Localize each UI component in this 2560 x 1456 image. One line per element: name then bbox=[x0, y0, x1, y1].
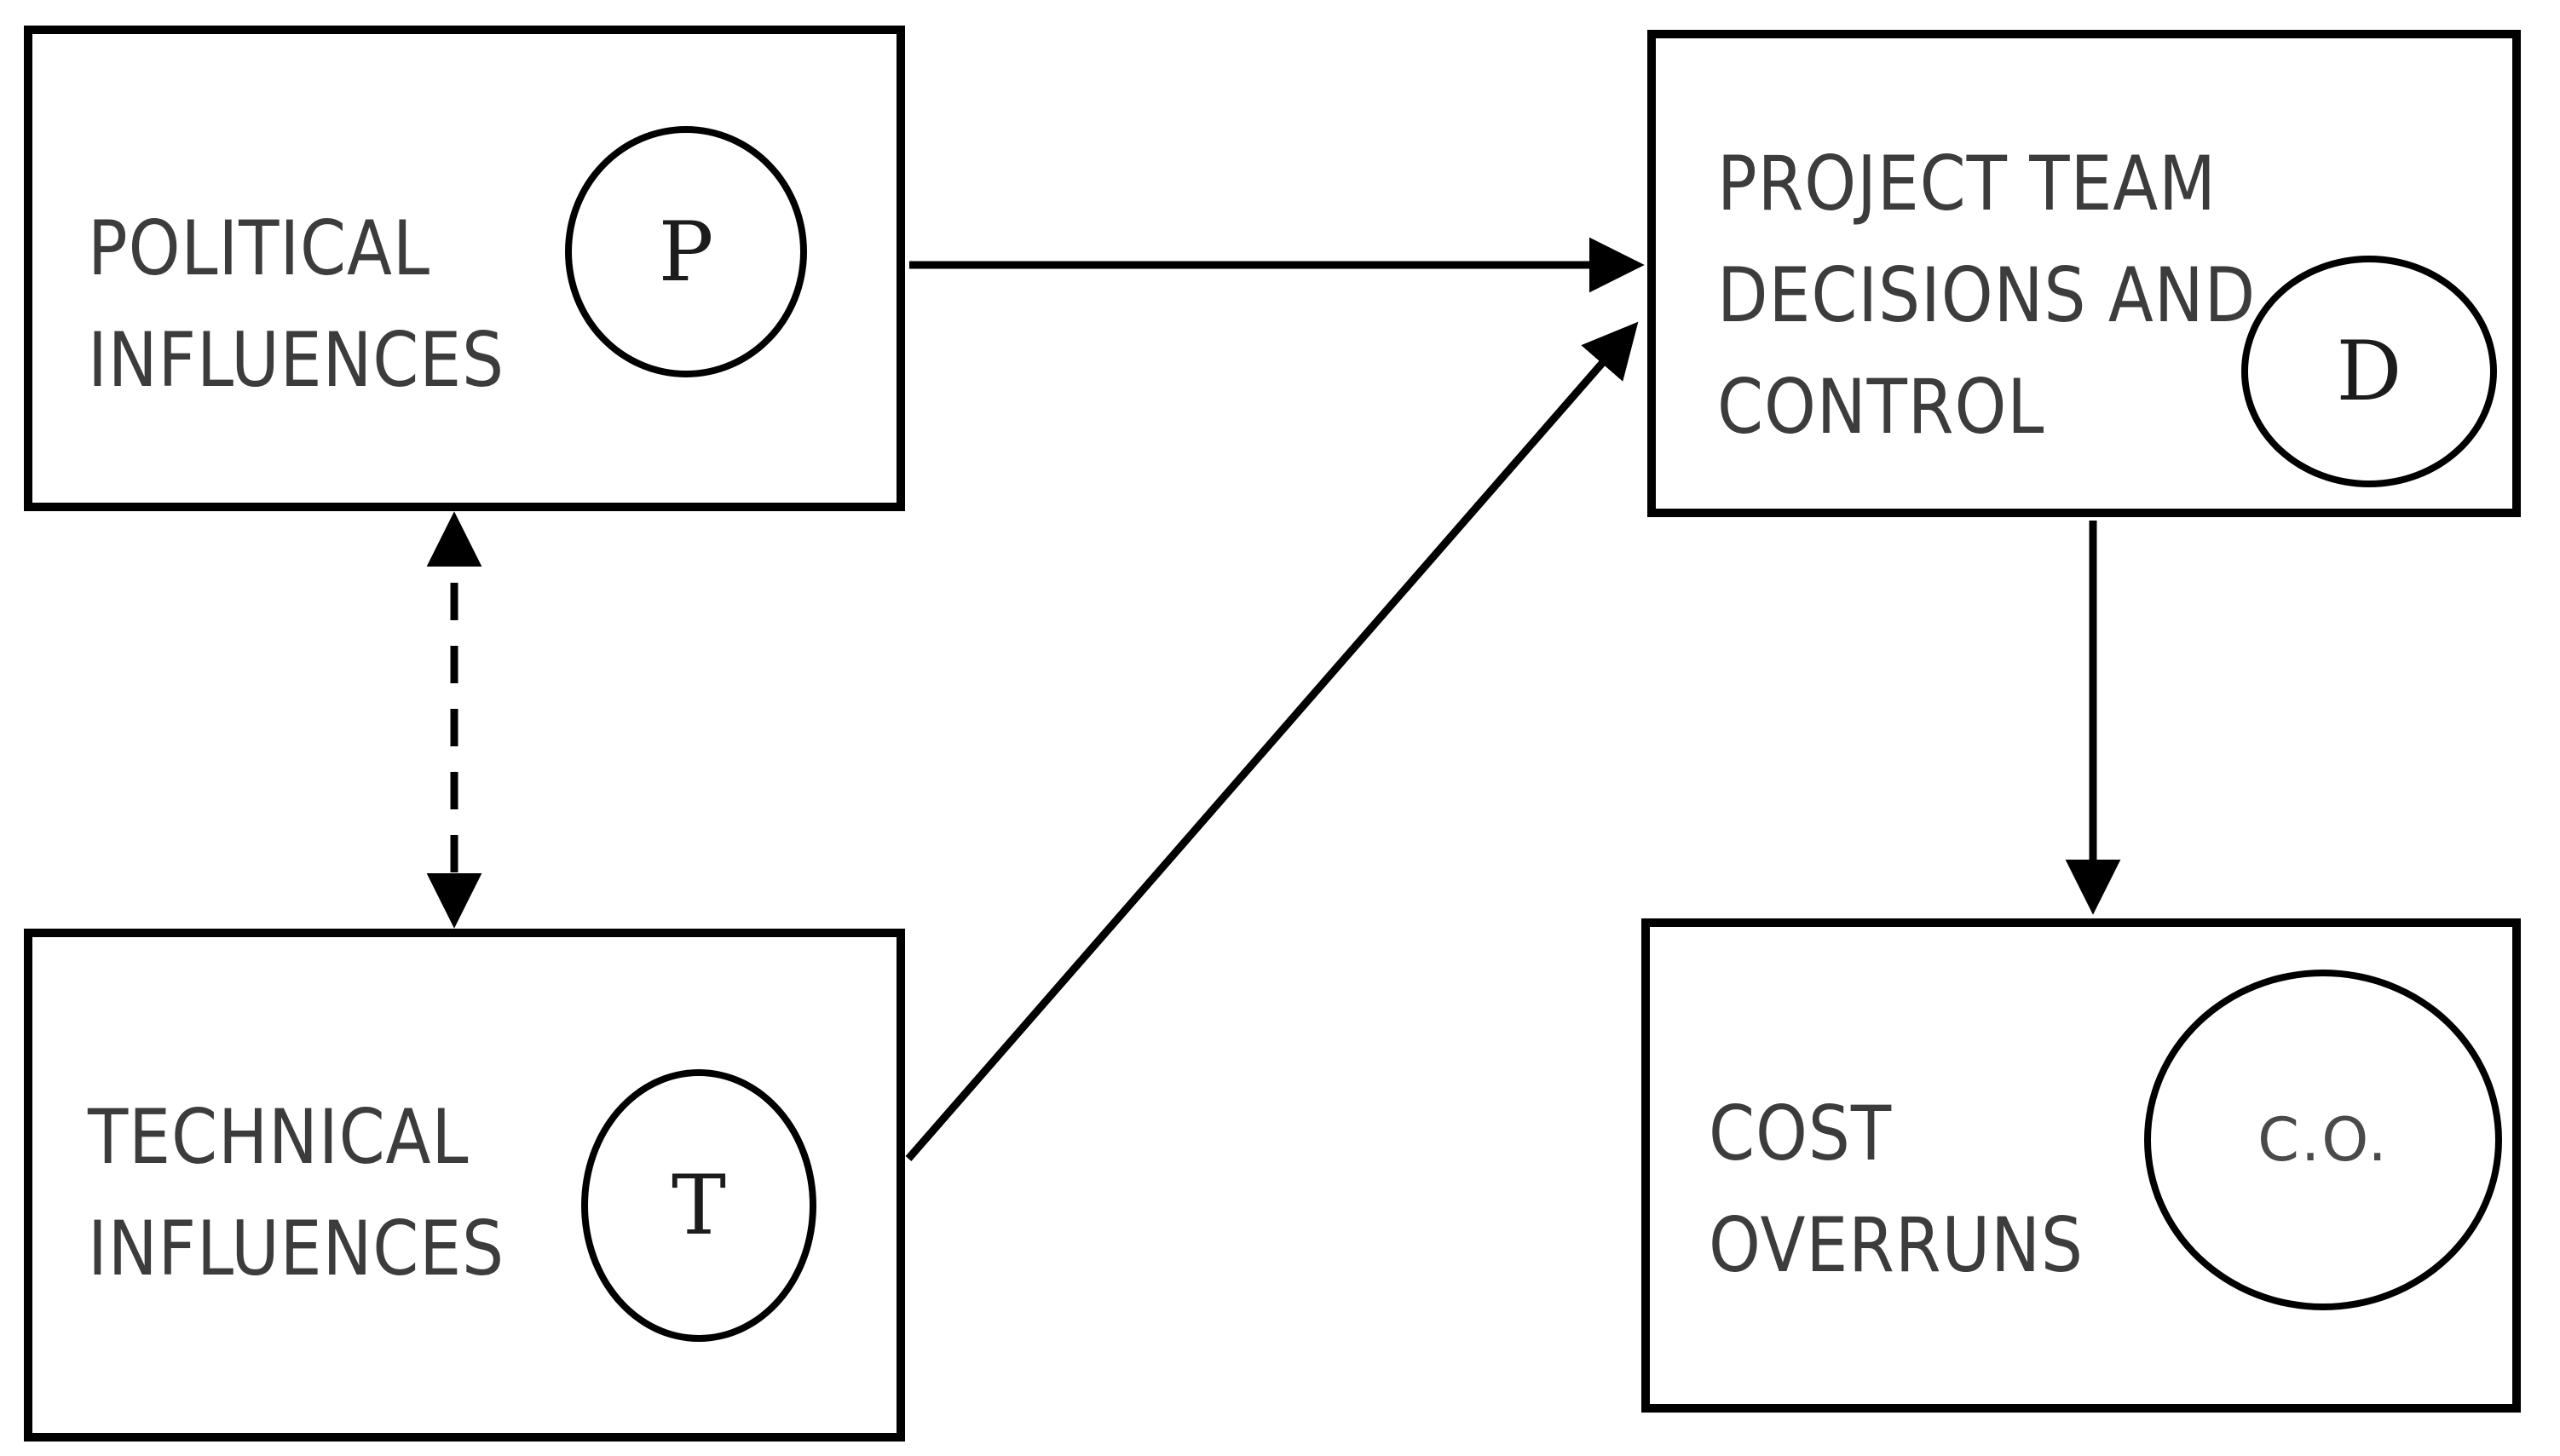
label-line: TECHNICAL bbox=[88, 1093, 470, 1181]
technical-influences-label: TECHNICAL INFLUENCES bbox=[88, 1081, 505, 1304]
node-technical-influences: TECHNICAL INFLUENCES T bbox=[24, 929, 905, 1442]
latent-circle-co: C.O. bbox=[2144, 970, 2502, 1310]
political-influences-label: POLITICAL INFLUENCES bbox=[88, 193, 505, 416]
symbol-p: P bbox=[658, 204, 714, 300]
symbol-d: D bbox=[2336, 324, 2402, 419]
latent-circle-d: D bbox=[2241, 256, 2497, 487]
node-cost-overruns: COST OVERRUNS C.O. bbox=[1641, 918, 2521, 1413]
label-line: DECISIONS AND bbox=[1717, 251, 2257, 339]
node-political-influences: POLITICAL INFLUENCES P bbox=[24, 26, 905, 511]
label-line: OVERRUNS bbox=[1709, 1201, 2084, 1289]
label-line: CONTROL bbox=[1717, 363, 2045, 451]
node-project-team-decisions-and-control: PROJECT TEAM DECISIONS AND CONTROL D bbox=[1647, 30, 2521, 517]
latent-circle-p: P bbox=[565, 126, 807, 377]
project-team-decisions-label: PROJECT TEAM DECISIONS AND CONTROL bbox=[1717, 128, 2256, 463]
label-line: INFLUENCES bbox=[88, 316, 505, 404]
symbol-co: C.O. bbox=[2257, 1105, 2389, 1175]
arrow-technical-to-decisions bbox=[905, 321, 1639, 1161]
latent-circle-t: T bbox=[581, 1069, 816, 1342]
label-line: COST bbox=[1709, 1090, 1893, 1177]
cost-overruns-label: COST OVERRUNS bbox=[1709, 1078, 2084, 1301]
symbol-t: T bbox=[671, 1158, 727, 1253]
label-line: INFLUENCES bbox=[88, 1205, 505, 1292]
label-line: POLITICAL bbox=[88, 204, 430, 292]
label-line: PROJECT TEAM bbox=[1717, 140, 2217, 227]
